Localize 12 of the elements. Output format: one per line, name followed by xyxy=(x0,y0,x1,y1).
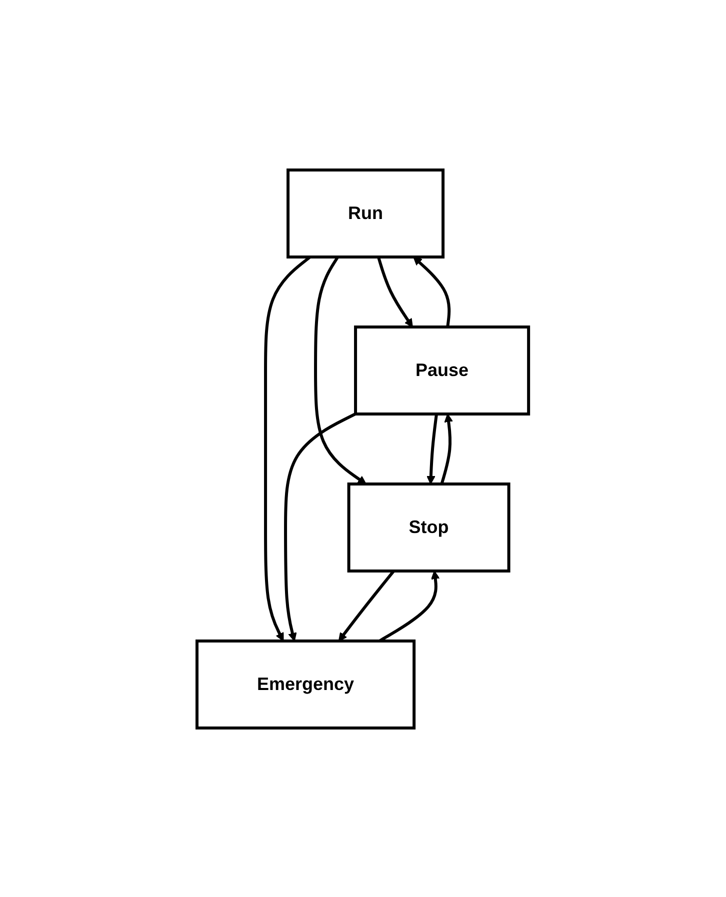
node-box: Pause xyxy=(354,325,530,415)
node-box: Run xyxy=(286,168,445,258)
arrow xyxy=(413,256,451,327)
arrow xyxy=(440,413,454,484)
arrow xyxy=(338,570,396,641)
arrow xyxy=(314,256,367,484)
node-box: Emergency xyxy=(196,639,416,729)
arrow xyxy=(377,256,414,327)
arrow xyxy=(284,412,356,641)
arrow xyxy=(378,570,440,642)
arrow xyxy=(426,413,438,484)
node-box: Stop xyxy=(348,482,510,572)
